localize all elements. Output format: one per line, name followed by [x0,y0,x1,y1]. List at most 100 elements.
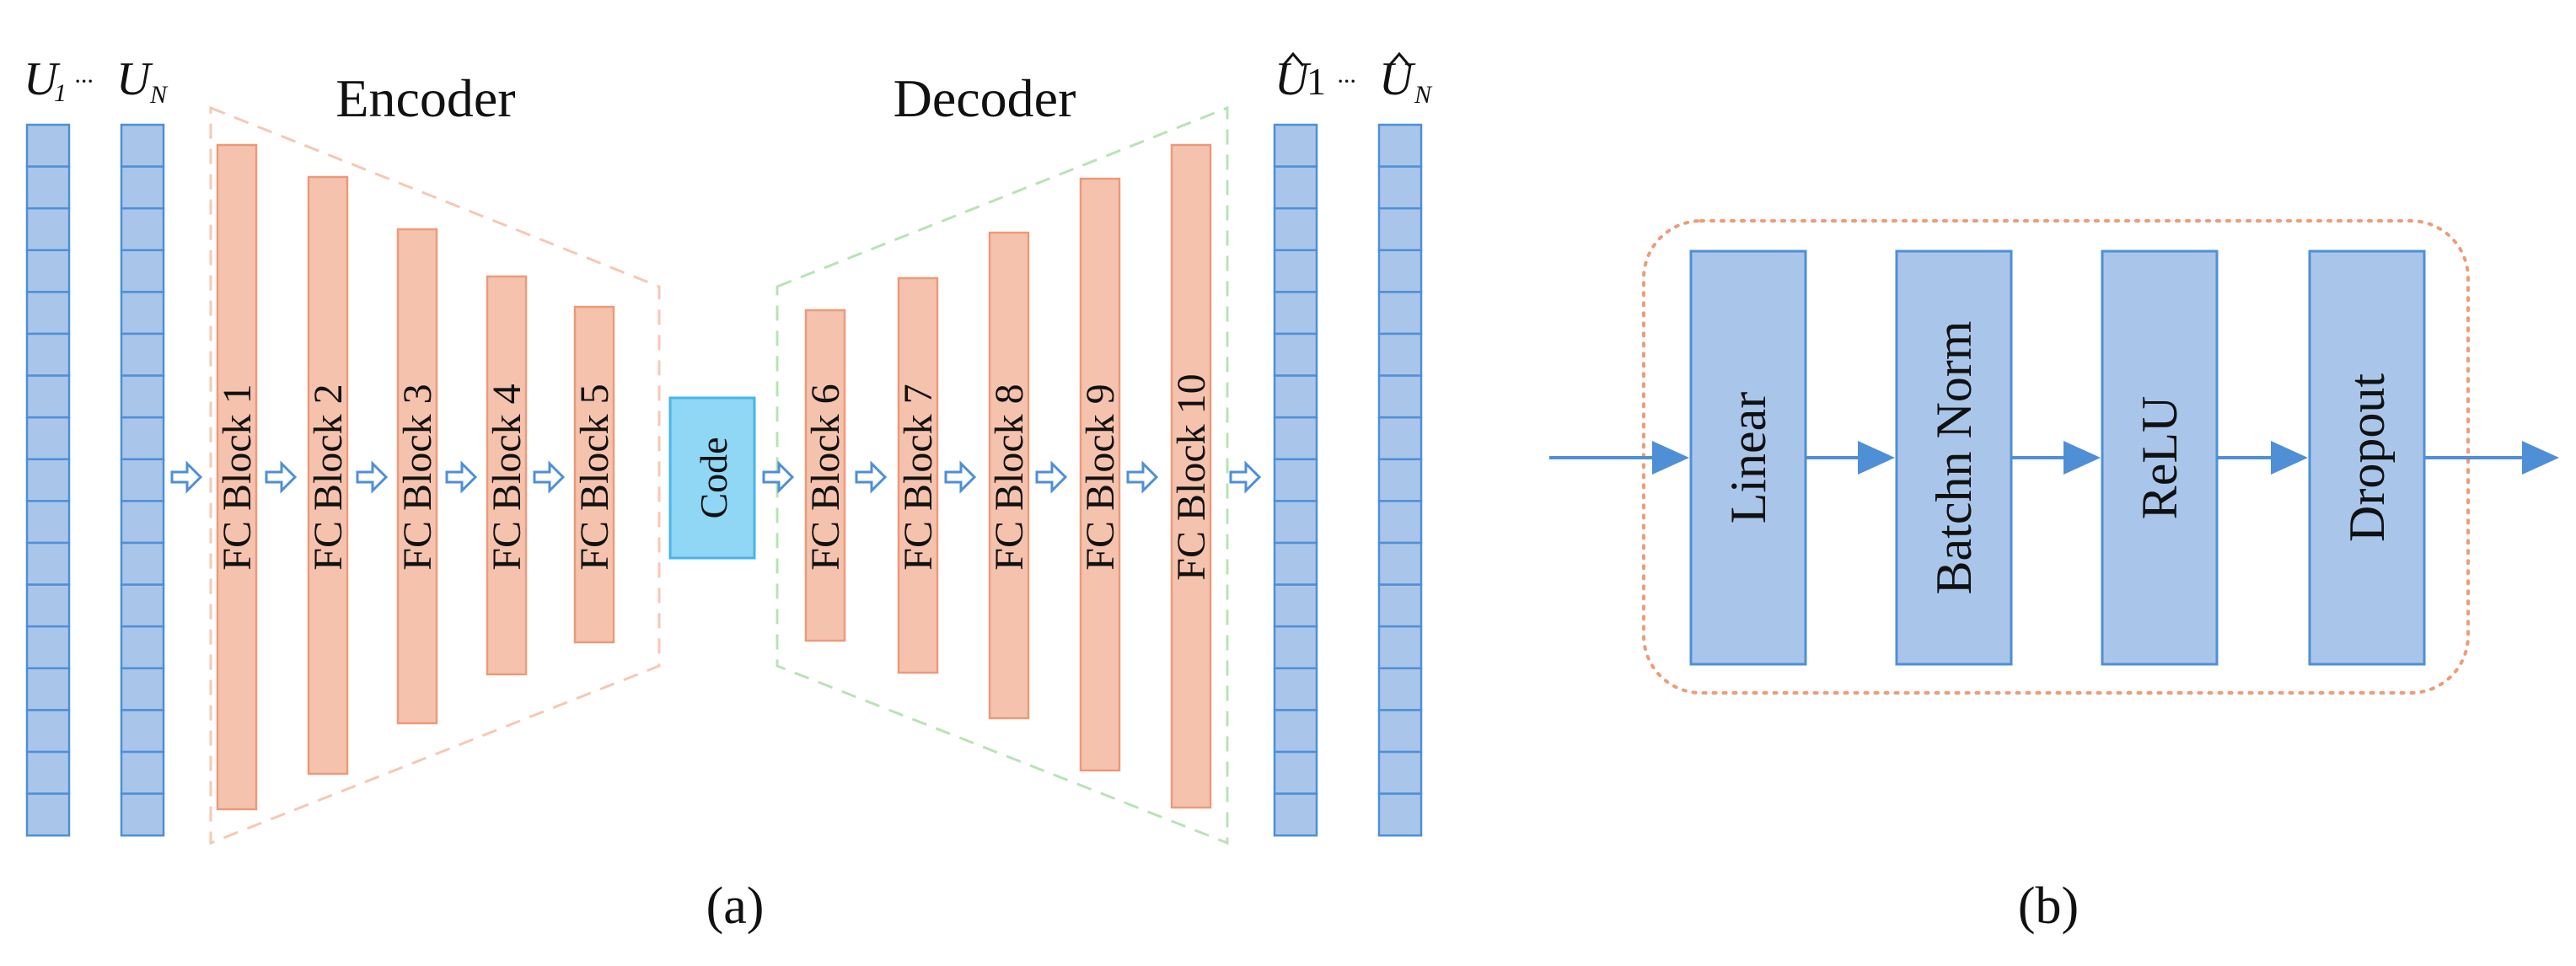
vector-cell [1377,458,1423,502]
hollow-arrow-icon [445,460,478,494]
vector-cell [1377,332,1423,377]
output-label-u1: U [1275,53,1312,105]
encoder-fc-block-label: FC Block 5 [572,384,617,570]
encoder-fc-block-5 [573,305,615,644]
vector-cell [1273,709,1318,754]
arrowhead-icon [2063,441,2101,475]
input-vector-1 [25,123,71,837]
hollow-arrow-icon [533,460,566,494]
input-vector-n [120,123,165,837]
layer-block-label: Linear [1720,392,1776,524]
hollow-arrow-icon [762,460,795,494]
decoder-fc-block-1 [804,309,846,642]
layer-block-2 [1895,250,2013,666]
vector-cell [25,165,71,210]
vector-cell [120,249,165,293]
layer-block-label: Dropout [2339,373,2395,542]
vector-cell [120,123,165,168]
vector-cell [120,541,165,586]
hollow-arrow-icon [1229,460,1262,494]
vector-cell [120,667,165,711]
vector-cell [25,291,71,335]
vector-cell [120,709,165,754]
vector-cell [1377,249,1423,293]
code-box [668,396,756,560]
input-label-u1-sub: 1 [54,79,67,107]
output-labels: U 1 ··· U N [1275,51,1433,109]
hollow-arrow-icon [1035,460,1068,494]
hollow-arrow-icon [265,460,298,494]
vector-cell [120,750,165,795]
vector-cell [25,374,71,419]
vector-cell [1273,625,1318,670]
arrowhead-icon [2271,441,2308,475]
vector-cell [1377,625,1423,670]
decoder-fc-block-label: FC Block 6 [803,384,848,570]
hat-icon [1387,51,1411,67]
arrowhead-icon [1858,441,1895,475]
encoder-title: Encoder [335,68,515,128]
vector-cell [25,332,71,377]
decoder-outline [775,105,1229,845]
layer-block-label: ReLU [2132,396,2187,520]
output-label-dots: ··· [1337,67,1356,95]
decoder-fc-block-label: FC Block 8 [987,384,1032,570]
input-label-u1: U [24,53,61,105]
encoder-fc-block-2 [307,175,349,775]
encoder-fc-block-3 [396,228,438,725]
vector-cell [120,583,165,628]
vector-cell [25,667,71,711]
vector-cell [25,458,71,502]
decoder-fc-block-3 [988,231,1030,720]
vector-cell [1377,750,1423,795]
vector-cell [1377,709,1423,754]
vector-cell [1377,667,1423,711]
vector-cell [120,416,165,461]
vector-cell [25,207,71,252]
decoder-fc-block-2 [897,276,939,674]
vector-cell [120,207,165,252]
stage-arrows [170,460,1262,494]
layer-block-label: Batchn Norm [1926,321,1982,595]
arrowhead-icon [1652,441,1689,475]
encoder-fc-block-1 [216,143,258,811]
vector-cell [25,750,71,795]
encoder-outline [209,105,661,845]
decoder-fc-block-label: FC Block 10 [1169,373,1214,580]
code-label: Code [692,437,735,518]
vector-cell [25,625,71,670]
vector-cell [1273,123,1318,168]
layer-block-4 [2308,250,2426,666]
input-label-un: U [116,53,153,105]
vector-cell [120,332,165,377]
output-label-un: U [1379,53,1416,105]
vector-cell [25,123,71,168]
encoder-fc-block-label: FC Block 3 [395,384,440,570]
decoder-fc-block-4 [1079,177,1121,772]
vector-cell [1377,165,1423,210]
hat-icon [1281,51,1305,67]
vector-cell [1273,416,1318,461]
vector-cell [120,165,165,210]
vector-cell [1273,332,1318,377]
layer-blocks: Linear Batchn Norm ReLU Dropout [1689,250,2426,666]
vector-cell [1377,123,1423,168]
vector-cell [1273,500,1318,545]
vector-cell [1273,458,1318,502]
caption-b: (b) [2018,877,2079,935]
vector-cell [1273,207,1318,252]
vector-cell [1377,374,1423,419]
layer-block-1 [1689,250,1807,666]
decoder-fc-block-label: FC Block 9 [1078,384,1123,570]
vector-cell [1377,416,1423,461]
vector-cell [25,709,71,754]
vector-cell [120,792,165,837]
encoder-fc-block-label: FC Block 4 [485,384,529,570]
vector-cell [1273,374,1318,419]
decoder-fc-block-5 [1170,143,1212,809]
output-label-un-sub: N [1414,81,1433,109]
vector-cell [1273,583,1318,628]
vector-cell [25,500,71,545]
arrowhead-icon [2522,441,2559,475]
